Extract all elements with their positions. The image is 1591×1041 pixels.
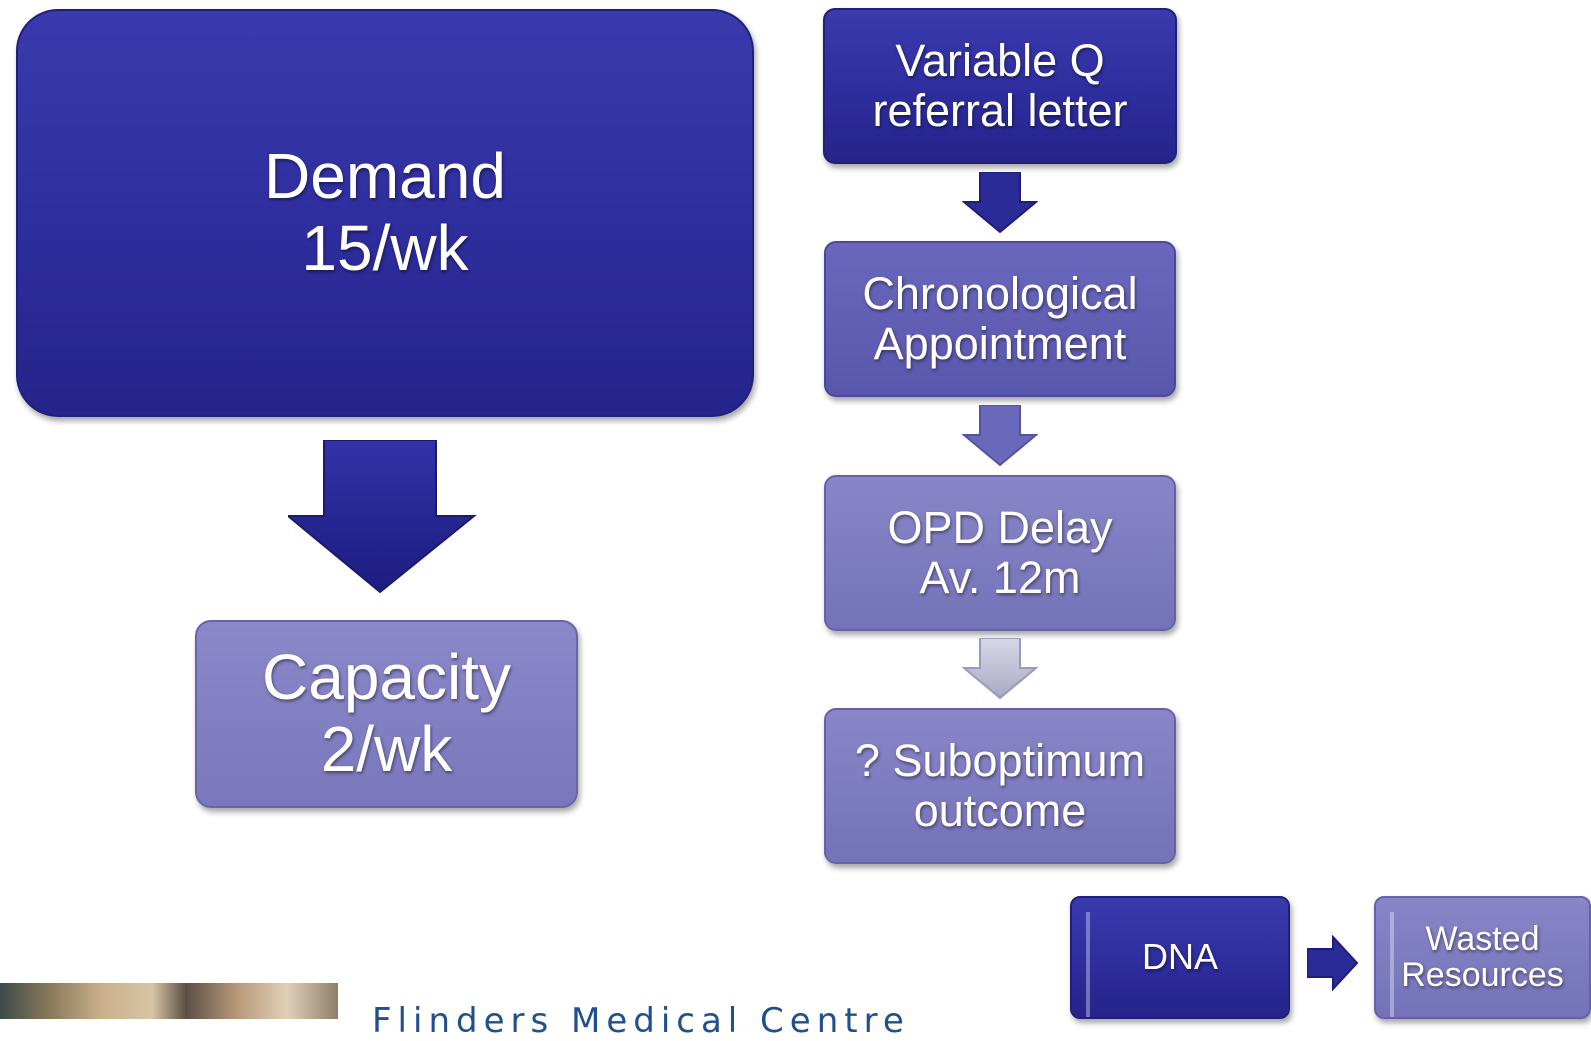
wasted-accent-bar: [1390, 912, 1394, 1017]
subopt-line-2: outcome: [913, 785, 1087, 836]
wasted-resources-box: Wasted Resources: [1374, 896, 1591, 1019]
dna-label: DNA: [1141, 936, 1218, 978]
demand-box: Demand 15/wk: [16, 9, 754, 417]
dna-accent-bar: [1086, 912, 1090, 1017]
suboptimum-outcome-box: ? Suboptimum outcome: [824, 708, 1176, 864]
referral-letter-box: Variable Q referral letter: [823, 8, 1177, 164]
chrono-line-2: Appointment: [873, 318, 1127, 369]
footer-photo-strip: [0, 983, 338, 1019]
wasted-line-2: Resources: [1401, 955, 1564, 994]
dna-box: DNA: [1070, 896, 1290, 1019]
demand-rate: 15/wk: [301, 212, 469, 284]
referral-line-2: referral letter: [872, 85, 1128, 136]
capacity-rate: 2/wk: [320, 713, 453, 785]
capacity-label: Capacity: [262, 641, 511, 714]
subopt-line-1: ? Suboptimum: [854, 734, 1146, 786]
chrono-line-1: Chronological: [862, 267, 1138, 319]
referral-line-1: Variable Q: [895, 34, 1105, 86]
demand-label: Demand: [264, 140, 506, 213]
opd-delay-box: OPD Delay Av. 12m: [824, 475, 1176, 631]
down-arrow-3: [962, 638, 1038, 700]
capacity-box: Capacity 2/wk: [195, 620, 578, 808]
footer-institution-name: Flinders Medical Centre: [372, 1001, 910, 1041]
wasted-line-1: Wasted: [1425, 919, 1540, 958]
demand-to-capacity-arrow: [288, 440, 477, 594]
down-arrow-1: [962, 172, 1038, 234]
down-arrow-2: [962, 405, 1038, 467]
right-arrow-dna-to-wasted: [1307, 935, 1359, 991]
chronological-appointment-box: Chronological Appointment: [824, 241, 1176, 397]
opd-line-2: Av. 12m: [919, 552, 1081, 603]
opd-line-1: OPD Delay: [887, 501, 1113, 553]
